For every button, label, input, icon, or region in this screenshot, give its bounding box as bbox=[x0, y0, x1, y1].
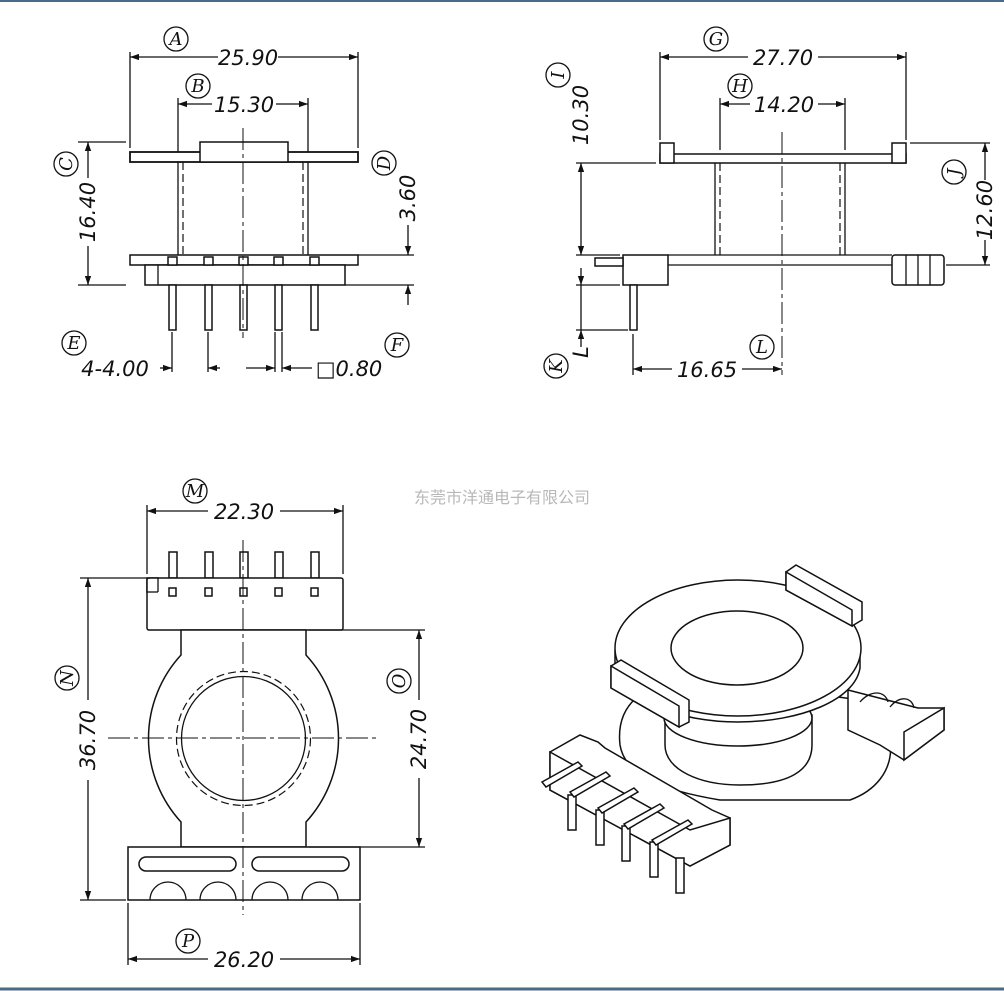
front-pin bbox=[168, 284, 177, 331]
dim-m-value: 22.30 bbox=[214, 500, 274, 524]
label-p: P bbox=[181, 931, 195, 952]
label-j: J bbox=[944, 167, 965, 180]
label-k-circle bbox=[543, 353, 569, 379]
dim-o-value: 24.70 bbox=[407, 709, 431, 769]
dim-k-value: L bbox=[569, 346, 593, 358]
front-top-tab bbox=[199, 141, 289, 163]
dim-e-value: 4-4.00 bbox=[81, 357, 149, 381]
label-e: E bbox=[66, 333, 80, 354]
label-e-circle bbox=[61, 330, 87, 356]
label-i-circle bbox=[545, 62, 571, 88]
dim-j-value: 12.60 bbox=[973, 180, 997, 240]
front-view: 25.90 A 15.30 B 16.40 C 3.60 D 4-4.00 bbox=[53, 26, 420, 381]
bottom-comb-block bbox=[127, 846, 361, 901]
isometric-view bbox=[540, 564, 945, 894]
label-c: C bbox=[56, 157, 77, 171]
front-pin bbox=[274, 284, 283, 331]
label-d-circle bbox=[371, 150, 397, 176]
label-c-circle bbox=[53, 151, 79, 177]
label-l: L bbox=[755, 337, 768, 358]
label-a: A bbox=[168, 29, 183, 50]
label-m: M bbox=[185, 481, 205, 502]
label-b: B bbox=[190, 76, 204, 97]
label-a-circle bbox=[163, 26, 189, 52]
dim-i-value: 10.30 bbox=[569, 85, 593, 145]
dim-f-value: □0.80 bbox=[316, 357, 383, 381]
label-g-circle bbox=[703, 26, 729, 52]
dim-c-value: 16.40 bbox=[76, 182, 100, 242]
bottom-pin-block bbox=[146, 577, 344, 631]
dim-l-value: 16.65 bbox=[677, 358, 737, 382]
dim-g-value: 27.70 bbox=[753, 46, 813, 70]
label-g: G bbox=[709, 29, 723, 50]
label-p-circle bbox=[175, 928, 201, 954]
side-pin bbox=[629, 284, 638, 331]
iso-top-bore bbox=[670, 610, 804, 686]
side-view: 27.70 G 14.20 H 10.30 I 12.60 J L K bbox=[543, 26, 997, 382]
label-k: K bbox=[546, 358, 567, 374]
label-h-circle bbox=[727, 73, 753, 99]
label-j-circle bbox=[941, 159, 967, 185]
dim-b-value: 15.30 bbox=[214, 93, 274, 117]
dim-h-value: 14.20 bbox=[754, 93, 814, 117]
label-b-circle bbox=[185, 73, 211, 99]
dim-d-value: 3.60 bbox=[396, 175, 420, 222]
label-n-circle bbox=[54, 665, 80, 691]
label-o-circle bbox=[386, 668, 412, 694]
label-h: H bbox=[731, 76, 748, 97]
label-n: N bbox=[57, 669, 78, 687]
front-pin bbox=[310, 284, 319, 331]
front-pin bbox=[204, 284, 213, 331]
dim-a-value: 25.90 bbox=[218, 46, 278, 70]
label-i: I bbox=[548, 71, 569, 80]
dim-p-value: 26.20 bbox=[214, 948, 274, 972]
label-d: D bbox=[374, 155, 395, 171]
dim-n-value: 36.70 bbox=[76, 710, 100, 770]
label-f: F bbox=[390, 335, 405, 356]
label-f-circle bbox=[384, 332, 410, 358]
label-m-circle bbox=[182, 478, 208, 504]
label-l-circle bbox=[749, 334, 775, 360]
company-watermark: 东莞市洋通电子有限公司 bbox=[414, 488, 590, 507]
label-o: O bbox=[389, 673, 410, 688]
bottom-view: 22.30 M 36.70 N 24.70 O 26.20 P bbox=[54, 478, 431, 972]
